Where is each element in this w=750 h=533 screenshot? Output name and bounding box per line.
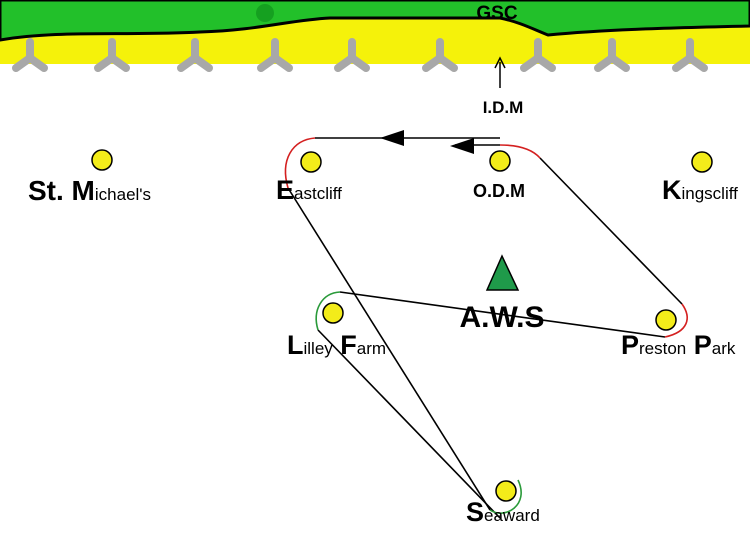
groyne-icon [334, 38, 370, 72]
lilley-farm-label: Lilley Farm [287, 330, 386, 360]
eastcliff-marker-icon [300, 151, 322, 173]
idm-arrow-head [494, 56, 506, 69]
groyne-icon [422, 38, 458, 72]
groyne-icon [594, 38, 630, 72]
odm-marker-icon [489, 150, 511, 172]
kingscliff-marker-icon [691, 151, 713, 173]
aws-label: A.W.S [459, 301, 544, 334]
header-label: GSC [476, 3, 517, 24]
kingscliff-label: Kingscliff [662, 175, 738, 205]
aws-triangle-icon [485, 254, 520, 291]
groyne-icon [94, 38, 130, 72]
preston-park-label: Preston Park [621, 330, 736, 360]
seaward-marker-icon [495, 480, 517, 502]
turn-lilley [315, 291, 341, 331]
tree-icon [256, 4, 274, 22]
groyne-icon [12, 38, 48, 72]
lilley-farm-marker-icon [322, 302, 344, 324]
st-michaels-label: St. Michael's [28, 175, 151, 206]
groyne-icon [257, 38, 293, 72]
station-markers: St. Michael's Eastcliff O.D.M KingscliffLil… [28, 149, 738, 527]
st-michaels-marker-icon [91, 149, 113, 171]
direction-arrow-icon [380, 130, 404, 146]
shore-sand [0, 18, 750, 64]
groyne-icon [520, 38, 556, 72]
course-tracks [284, 137, 688, 519]
turn-seaward [489, 479, 522, 514]
shore-grass [0, 0, 750, 42]
groyne-icon [672, 38, 708, 72]
track-odm-preston [539, 157, 683, 305]
seaward-label: Seaward [466, 497, 540, 527]
track-eastcliff-seaward [287, 187, 491, 511]
eastcliff-label: Eastcliff [276, 175, 342, 205]
preston-park-marker-icon [655, 309, 677, 331]
odm-label: O.D.M [473, 181, 525, 201]
groyne-row [12, 38, 708, 72]
track-lilley-preston [339, 291, 666, 338]
track-lilley-seaward [317, 329, 501, 519]
groyne-icon [177, 38, 213, 72]
turn-eastcliff [284, 137, 316, 189]
direction-arrow-icon [450, 138, 474, 154]
idm-label: I.D.M [483, 98, 524, 117]
turn-odm [499, 144, 541, 159]
turn-preston [664, 303, 688, 338]
